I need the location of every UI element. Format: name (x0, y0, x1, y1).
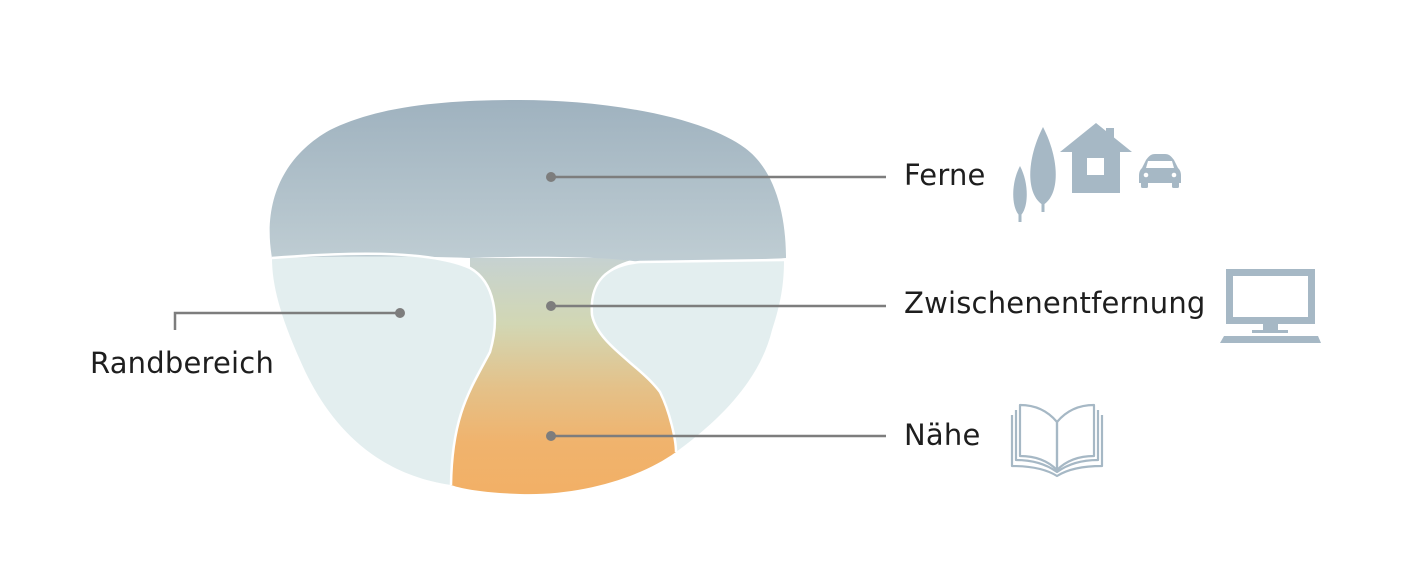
distance-zone (269, 100, 786, 262)
house-icon (1060, 123, 1132, 193)
leader-dot-rand (395, 308, 405, 318)
peripheral-zone-right (591, 260, 784, 452)
car-icon (1139, 154, 1181, 188)
leader-lines (173, 175, 886, 438)
peripheral-zone-left (272, 253, 495, 485)
tree-large-icon (1030, 127, 1056, 212)
computer-monitor-icon (1220, 269, 1321, 343)
label-zwischenentfernung: Zwischenentfernung (904, 286, 1206, 320)
label-randbereich: Randbereich (90, 346, 275, 380)
leader-dot-zwischen (546, 301, 556, 311)
tree-small-icon (1013, 166, 1027, 222)
zone-border-right (590, 258, 785, 453)
leader-dot-naehe (546, 431, 556, 441)
landscape-icon (1013, 123, 1181, 222)
label-naehe: Nähe (904, 418, 981, 452)
open-book-icon (1010, 403, 1104, 478)
leader-line-rand (173, 311, 400, 330)
label-ferne: Ferne (904, 158, 986, 192)
lens (269, 100, 786, 495)
zone-border-left (271, 252, 496, 486)
leader-dots (395, 172, 556, 441)
leader-dot-ferne (546, 172, 556, 182)
